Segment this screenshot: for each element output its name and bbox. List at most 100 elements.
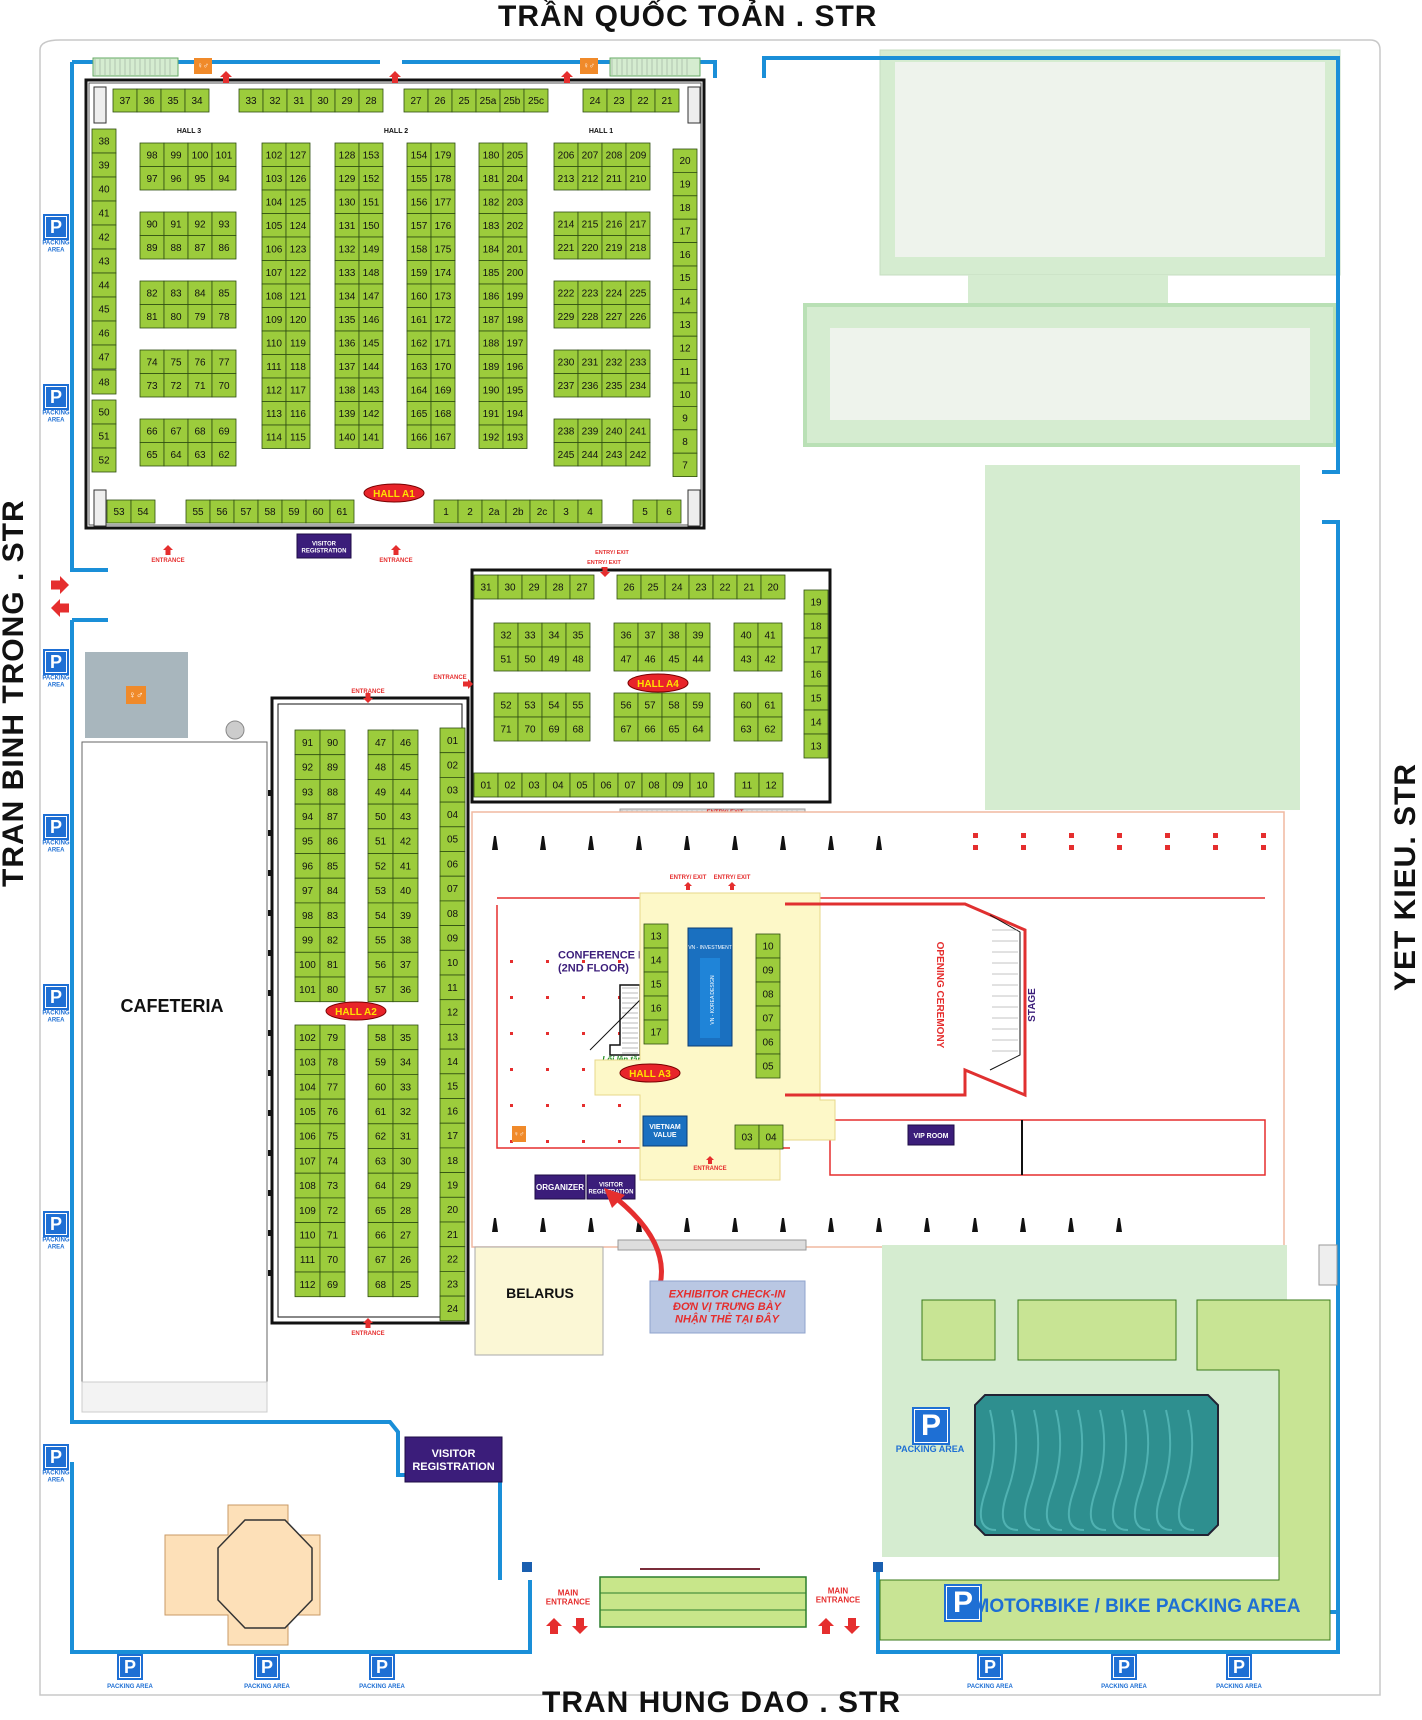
- booth-number: 69: [218, 426, 230, 437]
- booth-number: 27: [400, 1230, 412, 1241]
- booth-number: 67: [170, 426, 182, 437]
- booth: [517, 716, 543, 742]
- hall-a1-badge: [363, 483, 425, 503]
- booth-number: 17: [810, 645, 822, 656]
- booth-number: 92: [302, 762, 314, 773]
- booth: [760, 574, 786, 600]
- booth: [319, 1197, 346, 1224]
- booth-number: 68: [194, 426, 206, 437]
- booth-number: 43: [740, 654, 752, 665]
- booth: [358, 424, 384, 449]
- arrow-icon: [706, 1156, 714, 1164]
- grid-dot: [582, 996, 585, 999]
- parking-icon: [1229, 1657, 1249, 1677]
- booth: [665, 772, 691, 798]
- booth-number: 74: [146, 357, 158, 368]
- booth: [439, 777, 466, 803]
- booth-number: 26: [400, 1255, 412, 1266]
- column-marker: [268, 830, 272, 836]
- booth-number: 132: [339, 244, 356, 255]
- booth-number: 56: [216, 507, 228, 518]
- parking-icon: P: [124, 1657, 136, 1677]
- booth-number: 177: [435, 197, 452, 208]
- column-marker: [1261, 845, 1266, 850]
- column-post: [540, 836, 546, 850]
- booth-number: 228: [582, 311, 599, 322]
- booth-number: 62: [218, 449, 230, 460]
- column-marker: [1069, 833, 1074, 838]
- booth-number: 64: [692, 724, 704, 735]
- booth-number: 32: [400, 1107, 412, 1118]
- booth-number: 31: [293, 96, 305, 107]
- booth-number: 64: [170, 449, 182, 460]
- booth-number: 211: [606, 173, 622, 184]
- booth: [521, 574, 547, 600]
- booth: [656, 499, 682, 524]
- booth: [392, 951, 419, 978]
- booth-number: 188: [483, 338, 500, 349]
- booth-number: 102: [299, 1032, 316, 1043]
- parking-icon: P: [50, 1214, 62, 1234]
- booth-number: 48: [572, 654, 584, 665]
- booth: [319, 1246, 346, 1273]
- booth-number: 60: [312, 507, 324, 518]
- gate-post: [522, 1562, 532, 1572]
- booth: [319, 729, 346, 756]
- booth-number: 193: [507, 432, 524, 443]
- booth-number: 16: [810, 669, 822, 680]
- arrow-icon: [728, 882, 736, 890]
- parking-icon: P: [50, 987, 62, 1007]
- booth: [319, 853, 346, 879]
- booth-number: 128: [339, 150, 356, 161]
- booth-number: 36: [620, 630, 632, 641]
- column-marker: [1069, 845, 1074, 850]
- booth-number: 83: [170, 288, 182, 299]
- stairs: [609, 57, 701, 77]
- booth-number: 73: [327, 1181, 339, 1192]
- column-marker: [973, 845, 978, 850]
- booth: [685, 692, 711, 718]
- booth: [734, 1124, 760, 1150]
- booth: [367, 779, 394, 805]
- booth-number: 240: [606, 426, 623, 437]
- booth-number: 103: [299, 1057, 316, 1068]
- pool-ripple: [1133, 1409, 1151, 1531]
- booth-number: 150: [363, 220, 380, 231]
- building-inner: [830, 328, 1310, 420]
- booth-number: 115: [290, 432, 306, 443]
- booth-number: 84: [194, 288, 206, 299]
- arrow-icon: [363, 1318, 373, 1328]
- booth: [493, 646, 519, 672]
- booth-number: 142: [363, 408, 380, 419]
- booth-number: 169: [435, 385, 452, 396]
- booth-number: 191: [483, 408, 500, 419]
- booth: [439, 974, 466, 1001]
- booth-number: 140: [339, 432, 356, 443]
- booth: [211, 235, 237, 260]
- booth: [91, 423, 117, 449]
- parking-icon: P: [984, 1657, 996, 1677]
- booth-number: 168: [435, 408, 452, 419]
- booth: [294, 1222, 321, 1248]
- booth-number: 51: [98, 431, 110, 442]
- booth-number: 21: [447, 1229, 459, 1240]
- booth-number: 178: [435, 173, 452, 184]
- booth-number: 76: [194, 357, 206, 368]
- booth-number: 147: [363, 291, 380, 302]
- booth: [329, 499, 355, 524]
- opening-ceremony-outline: [785, 902, 1027, 1098]
- booth-number: 48: [98, 377, 110, 388]
- booth: [392, 779, 419, 805]
- booth-number: 86: [327, 836, 339, 847]
- parking-icon: P: [921, 1409, 941, 1442]
- booth-number: 69: [327, 1279, 339, 1290]
- green-field: [985, 465, 1300, 810]
- cafeteria-label: CAFETERIA: [121, 996, 224, 1016]
- booth-number: 80: [170, 311, 182, 322]
- booth-number: 33: [400, 1082, 412, 1093]
- booth-number: 137: [339, 361, 356, 372]
- booth-number: 94: [218, 173, 230, 184]
- pool-ripple: [1045, 1409, 1063, 1531]
